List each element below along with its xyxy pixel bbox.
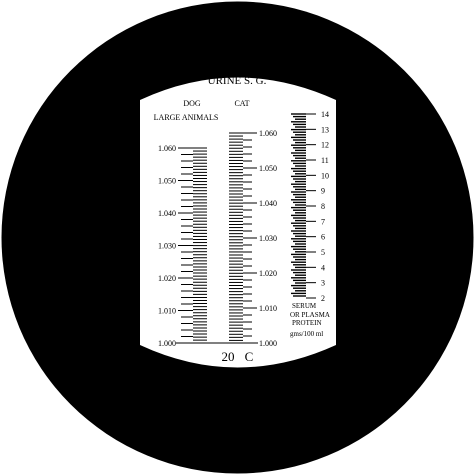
protein-label: 12 <box>321 141 329 150</box>
protein-label: 3 <box>321 279 325 288</box>
cat-sg-label: 1.050 <box>259 164 277 173</box>
protein-label: 2 <box>321 294 325 303</box>
dog-sg-label: 1.010 <box>158 307 176 316</box>
temperature-unit: C <box>245 349 254 364</box>
dog-sg-labels: 1.060 1.050 1.040 1.030 1.020 1.010 1.000 <box>158 144 176 348</box>
dog-sg-label: 1.050 <box>158 177 176 186</box>
cat-sg-label: 1.030 <box>259 234 277 243</box>
protein-caption-plasma: OR PLASMA <box>290 311 330 319</box>
dog-sg-label: 1.000 <box>158 339 176 348</box>
dog-sg-ticks <box>178 147 207 344</box>
cat-sg-label: 1.000 <box>259 339 277 348</box>
protein-caption-serum: SERUM <box>292 302 317 310</box>
cat-label: CAT <box>234 99 249 108</box>
protein-label: 7 <box>321 217 325 226</box>
protein-label: 11 <box>321 156 329 165</box>
protein-ticks <box>291 113 316 299</box>
protein-label: 9 <box>321 187 325 196</box>
cat-sg-label: 1.040 <box>259 199 277 208</box>
dog-sg-label: 1.060 <box>158 144 176 153</box>
dog-label: DOG <box>183 99 201 108</box>
scale-title: URINE S. G. <box>208 75 267 87</box>
cat-sg-label: 1.020 <box>259 269 277 278</box>
protein-label: 13 <box>321 125 329 134</box>
protein-unit: gms/100 ml <box>290 330 323 338</box>
temperature-value: 20 <box>222 349 235 364</box>
dog-sg-label: 1.040 <box>158 209 176 218</box>
cat-sg-label: 1.060 <box>259 129 277 138</box>
protein-label: 6 <box>321 233 325 242</box>
dog-sg-label: 1.030 <box>158 242 176 251</box>
protein-caption-protein: PROTEIN <box>292 319 322 327</box>
cat-sg-labels: 1.060 1.050 1.040 1.030 1.020 1.010 1.000 <box>259 129 277 348</box>
scale-field <box>140 77 336 368</box>
protein-label: 14 <box>321 110 329 119</box>
cat-sg-ticks <box>229 132 257 344</box>
protein-label: 10 <box>321 171 329 180</box>
protein-label: 8 <box>321 202 325 211</box>
cat-sg-label: 1.010 <box>259 304 277 313</box>
protein-labels: 14 13 12 11 10 9 8 7 6 5 4 3 2 <box>321 110 329 303</box>
large-animals-label: LARGE ANIMALS <box>154 113 219 122</box>
dog-sg-label: 1.020 <box>158 274 176 283</box>
protein-label: 4 <box>321 263 325 272</box>
protein-label: 5 <box>321 248 325 257</box>
